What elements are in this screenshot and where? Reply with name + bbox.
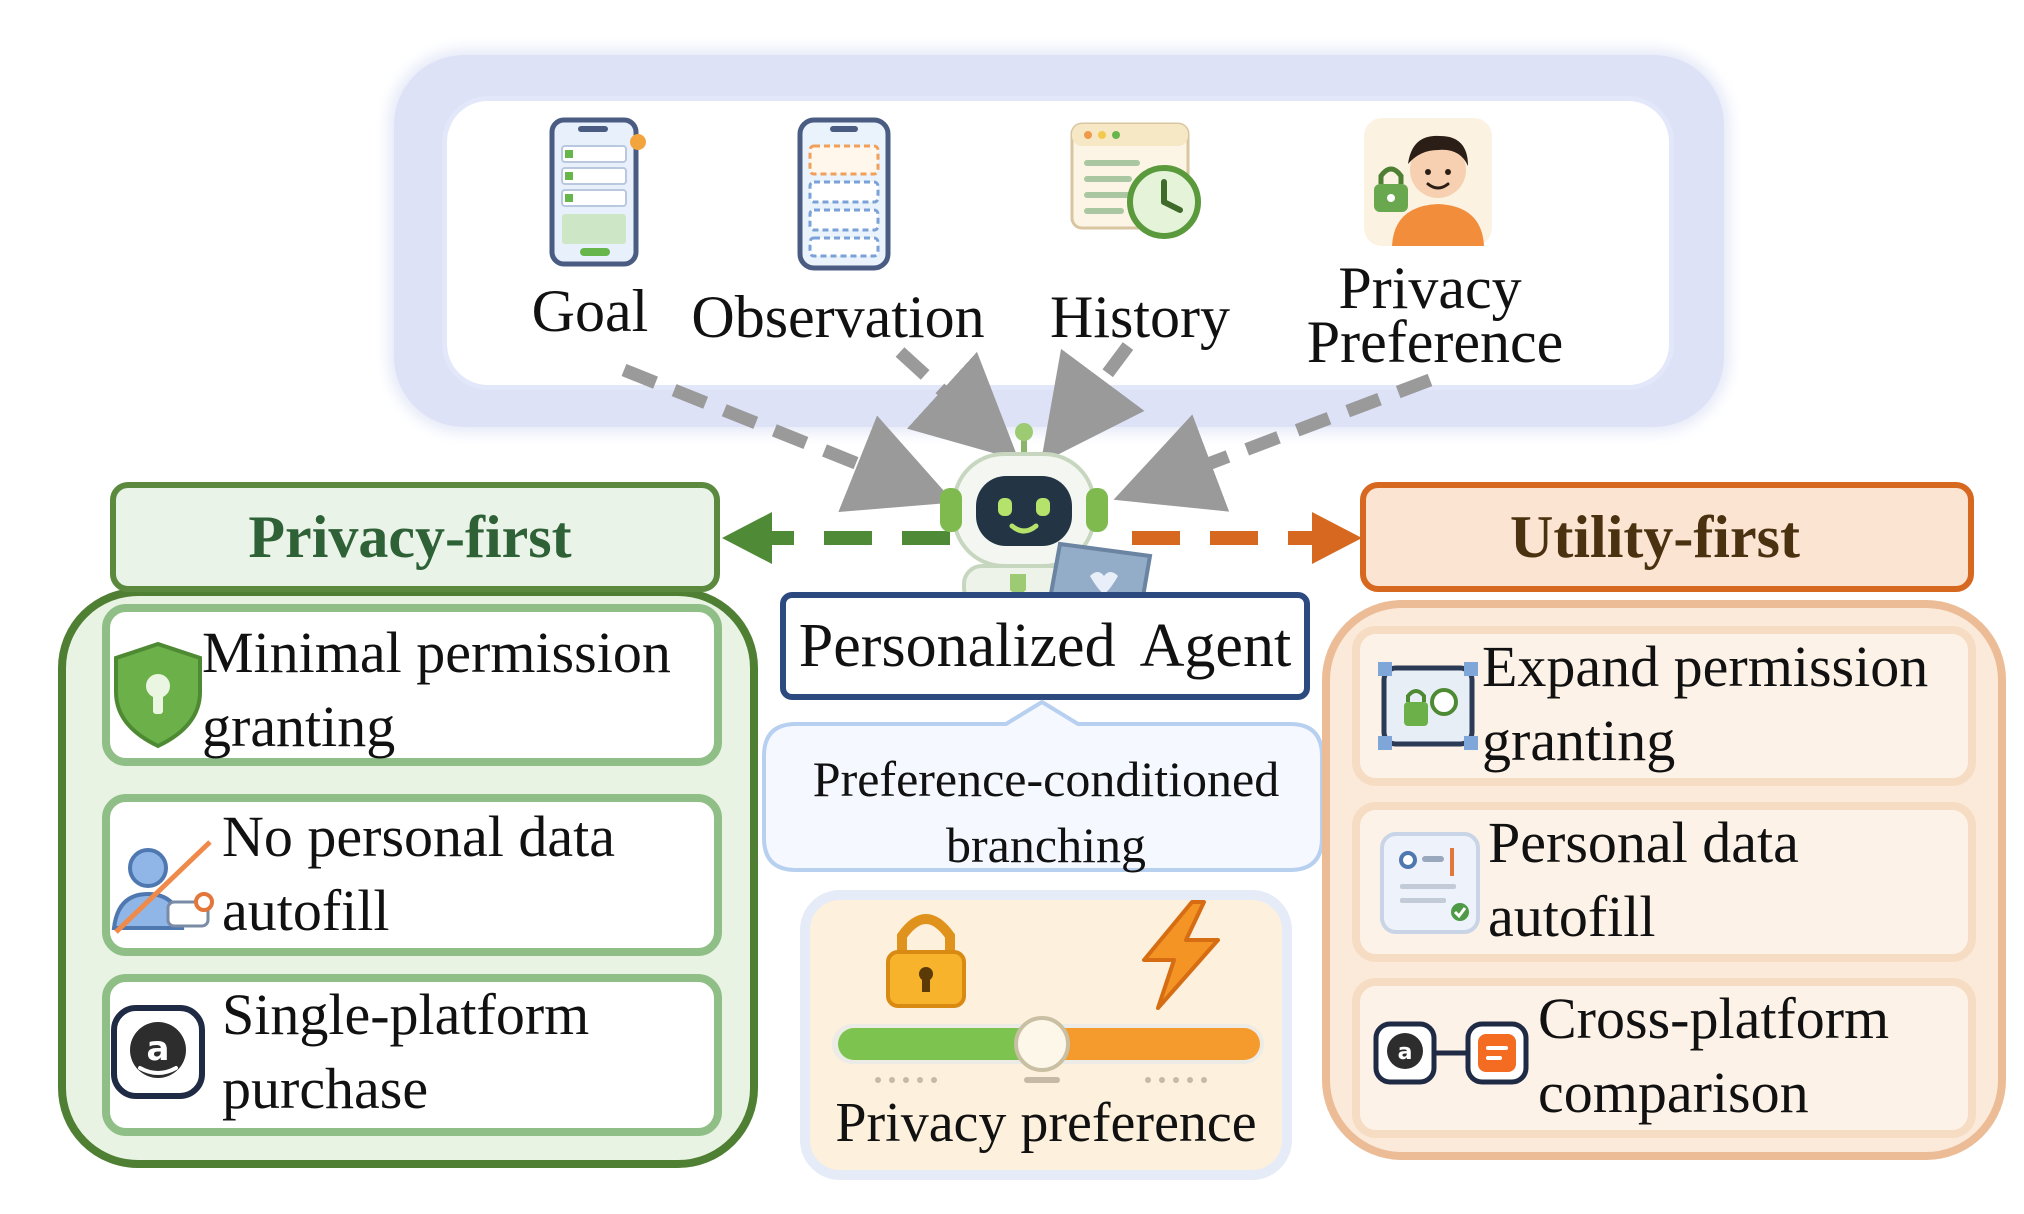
privacy-first-title: Privacy-first (248, 504, 572, 570)
utility-first-arrow (1132, 512, 1362, 564)
privacy-preference-arrow (1113, 373, 1433, 512)
privacy-first-title-box (110, 482, 720, 592)
amazon-logo-icon: a (111, 1005, 205, 1099)
lightning-icon (1142, 900, 1220, 1010)
branching-label: Preference-conditioned branching (766, 746, 1326, 878)
history-clock-icon (1070, 122, 1201, 239)
robot-agent-icon (940, 423, 1153, 617)
utility-item-card (1352, 978, 1976, 1138)
privacy-item-line1: No personal data (222, 804, 615, 869)
utility-first-title-box (1360, 482, 1974, 592)
utility-item-line2: granting (1482, 708, 1676, 773)
privacy-item-line1: Single-platform (222, 982, 590, 1047)
slider-utility-segment (1042, 1028, 1260, 1060)
slider-privacy-segment (838, 1028, 1042, 1060)
input-arrows (621, 342, 1433, 513)
privacy-preference-slider[interactable] (828, 1002, 1268, 1092)
privacy-item-line2: purchase (222, 1056, 429, 1121)
branching-label-line2: branching (946, 817, 1146, 873)
goal-label: Goal (531, 278, 649, 344)
user-crossed-icon (111, 840, 214, 934)
observation-phone-icon (797, 117, 891, 271)
privacy-preference-slider-label: Privacy preference (835, 1092, 1257, 1154)
observation-arrow (895, 347, 1019, 461)
permission-expand-icon (1378, 662, 1478, 750)
utility-item-line1: Cross-platform (1538, 986, 1890, 1051)
privacy-preference-label-line1: Privacy (1338, 255, 1522, 321)
privacy-item-line2: granting (202, 694, 396, 759)
privacy-first-arrow (722, 512, 950, 564)
slider-thumb (1014, 1016, 1070, 1072)
privacy-item-line2: autofill (222, 878, 390, 943)
personalized-agent-label: Personalized Agent (798, 612, 1292, 680)
utility-item-line1: Personal data (1488, 810, 1799, 875)
branching-bubble (762, 699, 1324, 872)
goal-arrow (621, 363, 955, 513)
utility-item-card (1352, 626, 1976, 786)
privacy-item-text: Minimal permission granting (202, 616, 671, 764)
lock-icon (886, 914, 966, 1008)
utility-item-text: Expand permission granting (1482, 630, 1928, 778)
privacy-item-card (102, 974, 722, 1136)
utility-item-text: Personal data autofill (1488, 806, 1799, 954)
goal-phone-icon (549, 117, 646, 267)
utility-item-line1: Expand permission (1482, 634, 1929, 699)
history-arrow (1040, 342, 1145, 464)
privacy-item-card (102, 604, 722, 766)
privacy-item-line1: Minimal permission (202, 620, 671, 685)
privacy-item-card (102, 794, 722, 956)
svg-text:a: a (1398, 1040, 1413, 1065)
privacy-item-text: Single-platform purchase (222, 978, 589, 1126)
observation-label: Observation (691, 284, 985, 350)
utility-first-title: Utility-first (1510, 504, 1800, 570)
personalized-agent-box (780, 592, 1310, 700)
svg-text:a: a (147, 1029, 170, 1069)
form-autofill-icon (1380, 832, 1480, 934)
privacy-preference-label-line2: Preference (1306, 309, 1564, 375)
privacy-item-text: No personal data autofill (222, 800, 615, 948)
cross-platform-icon: a (1373, 1021, 1529, 1085)
utility-item-line2: autofill (1488, 884, 1656, 949)
utility-item-text: Cross-platform comparison (1538, 982, 1889, 1130)
utility-item-line2: comparison (1538, 1060, 1809, 1125)
shield-keyhole-icon (114, 641, 202, 749)
privacy-person-icon (1364, 118, 1492, 246)
branching-label-line1: Preference-conditioned (812, 751, 1280, 807)
history-label: History (1050, 284, 1230, 350)
